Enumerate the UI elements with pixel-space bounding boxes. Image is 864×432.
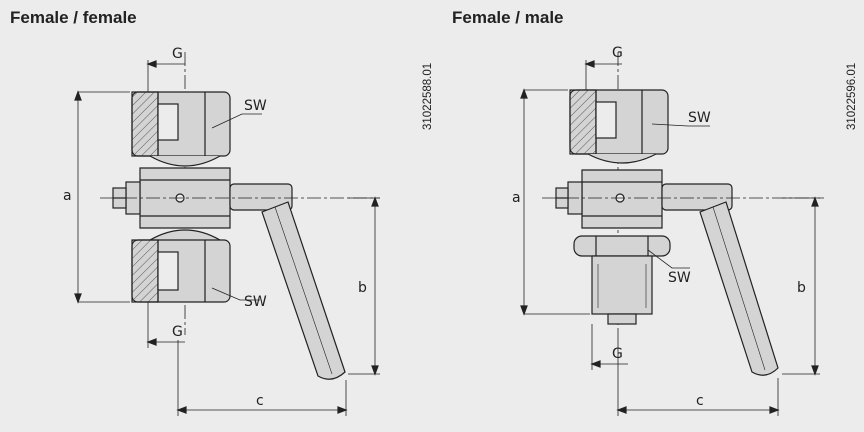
label-c: c: [696, 393, 704, 409]
label-sw-bottom: SW: [668, 270, 691, 286]
label-a: a: [63, 188, 72, 204]
label-g-bottom: G: [172, 324, 183, 340]
label-b: b: [358, 280, 367, 296]
label-sw-top: SW: [688, 110, 711, 126]
label-g-top: G: [172, 46, 183, 62]
label-sw-bottom: SW: [244, 294, 267, 310]
valve-drawing-female-male: G G SW SW a b c: [512, 45, 824, 416]
panel-female-male: Female / male 31022596.01: [432, 0, 864, 432]
label-g-bottom: G: [612, 346, 623, 362]
panel-title: Female / female: [10, 8, 137, 27]
hex-collar: [573, 235, 671, 257]
label-g-top: G: [612, 45, 623, 61]
panel-title: Female / male: [452, 8, 564, 27]
label-b: b: [797, 280, 806, 296]
label-a: a: [512, 190, 521, 206]
label-c: c: [256, 393, 264, 409]
male-thread: [591, 255, 653, 315]
valve-drawing-female-female: G G SW SW a b c: [63, 46, 380, 416]
label-sw-top: SW: [244, 98, 267, 114]
panel-female-female: Female / female 31022588.01: [10, 8, 434, 416]
